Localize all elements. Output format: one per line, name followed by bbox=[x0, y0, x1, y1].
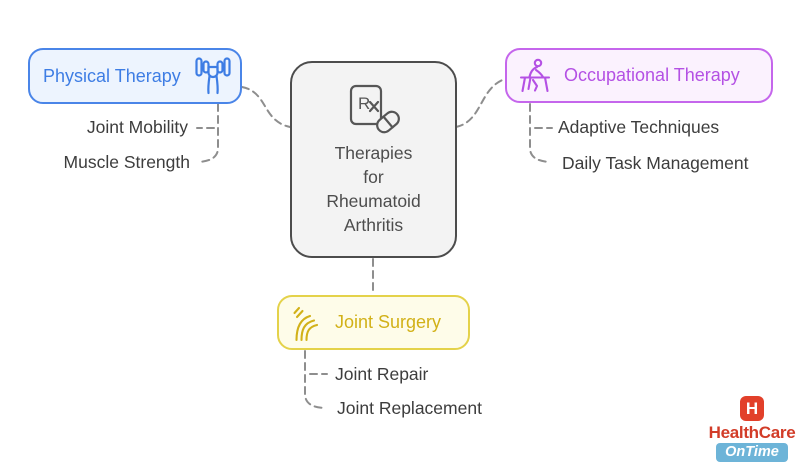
svg-text:R: R bbox=[358, 94, 370, 113]
center-title-line: Therapies bbox=[334, 142, 413, 163]
connector-physical-children bbox=[197, 103, 219, 163]
hand-dumbbell-icon bbox=[195, 57, 231, 95]
physical-therapy-label: Physical Therapy bbox=[43, 65, 181, 86]
healthcareontime-logo: H HealthCare OnTime bbox=[700, 396, 804, 462]
joint-tendon-icon bbox=[291, 304, 319, 342]
leaf-joint-mobility: Joint Mobility bbox=[86, 117, 188, 137]
logo-h-badge: H bbox=[740, 396, 764, 421]
node-occupational-therapy: Occupational Therapy bbox=[505, 48, 773, 103]
center-title-line: for bbox=[363, 166, 384, 187]
logo-tagline: OnTime bbox=[716, 443, 788, 462]
node-therapies-center: R Therapies for Rheumatoid Arthritis bbox=[290, 61, 457, 258]
logo-name: HealthCare bbox=[708, 423, 796, 442]
connector-physical-to-center bbox=[241, 86, 291, 128]
center-title-line: Arthritis bbox=[343, 214, 404, 235]
occupational-therapy-label: Occupational Therapy bbox=[564, 65, 740, 85]
logo-monogram: H bbox=[745, 398, 759, 418]
connector-center-to-occupational bbox=[455, 78, 506, 128]
leaf-muscle-strength: Muscle Strength bbox=[63, 152, 190, 172]
joint-surgery-label: Joint Surgery bbox=[335, 312, 442, 332]
leaf-joint-repair: Joint Repair bbox=[335, 364, 429, 384]
rx-prescription-pill-icon: R bbox=[347, 83, 401, 137]
connector-surgery-children bbox=[304, 350, 325, 409]
node-physical-therapy: Physical Therapy bbox=[28, 48, 242, 104]
leaf-adaptive-techniques: Adaptive Techniques bbox=[558, 117, 720, 137]
node-joint-surgery: Joint Surgery bbox=[277, 295, 470, 350]
center-title-line: Rheumatoid bbox=[326, 190, 421, 211]
connector-occupational-children bbox=[529, 103, 551, 163]
person-at-desk-icon bbox=[519, 58, 551, 94]
leaf-joint-replacement: Joint Replacement bbox=[337, 398, 482, 418]
leaf-daily-task-management: Daily Task Management bbox=[562, 153, 749, 173]
